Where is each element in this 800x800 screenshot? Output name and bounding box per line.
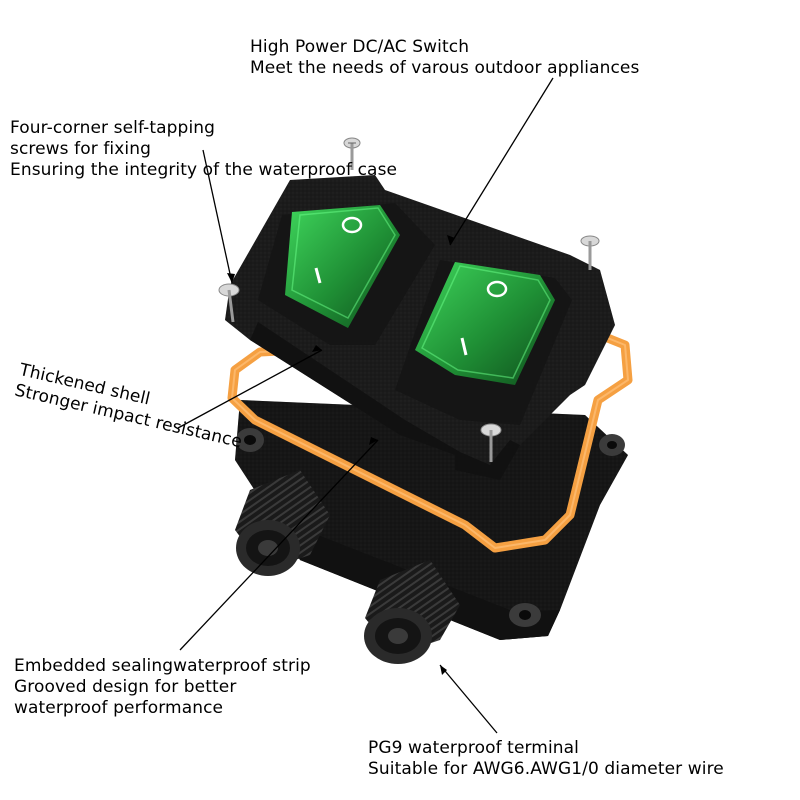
leader-screws [202, 149, 233, 284]
callout-terminal-line1: PG9 waterproof terminal [368, 738, 579, 758]
leader-arrowheads [227, 235, 455, 675]
callout-screws-line3: Ensuring the integrity of the waterproof… [10, 160, 398, 180]
screw-bottom [480, 423, 502, 462]
leader-shell [177, 349, 323, 429]
leader-switch [449, 77, 554, 246]
rocker-switch-left [258, 203, 435, 345]
leader-terminal [439, 664, 498, 734]
leader-sealing [179, 439, 379, 651]
cable-gland-right [364, 560, 460, 664]
callout-leaders [177, 77, 554, 734]
callout-switch-line1: High Power DC/AC Switch [250, 37, 470, 57]
callout-sealing-line2: Grooved design for better [14, 677, 237, 697]
callout-switch: High Power DC/AC Switch Meet the needs o… [250, 37, 639, 79]
callout-sealing-line1: Embedded sealingwaterproof strip [14, 656, 311, 676]
callout-screws: Four-corner self-tapping screws for fixi… [10, 118, 397, 181]
callout-screws-line2: screws for fixing [10, 139, 151, 159]
callout-sealing: Embedded sealingwaterproof strip Grooved… [14, 656, 311, 719]
callout-terminal: PG9 waterproof terminal Suitable for AWG… [368, 738, 724, 780]
rocker-switch-right [395, 260, 572, 425]
screw-top [343, 137, 361, 170]
callout-screws-line1: Four-corner self-tapping [10, 118, 216, 138]
screw-right [580, 235, 600, 270]
callout-terminal-line2: Suitable for AWG6.AWG1/0 diameter wire [368, 759, 724, 779]
callout-sealing-line3: waterproof performance [14, 698, 224, 718]
callout-switch-line2: Meet the needs of varous outdoor applian… [250, 58, 640, 78]
screw-left [218, 283, 240, 323]
cable-gland-left [235, 470, 330, 576]
